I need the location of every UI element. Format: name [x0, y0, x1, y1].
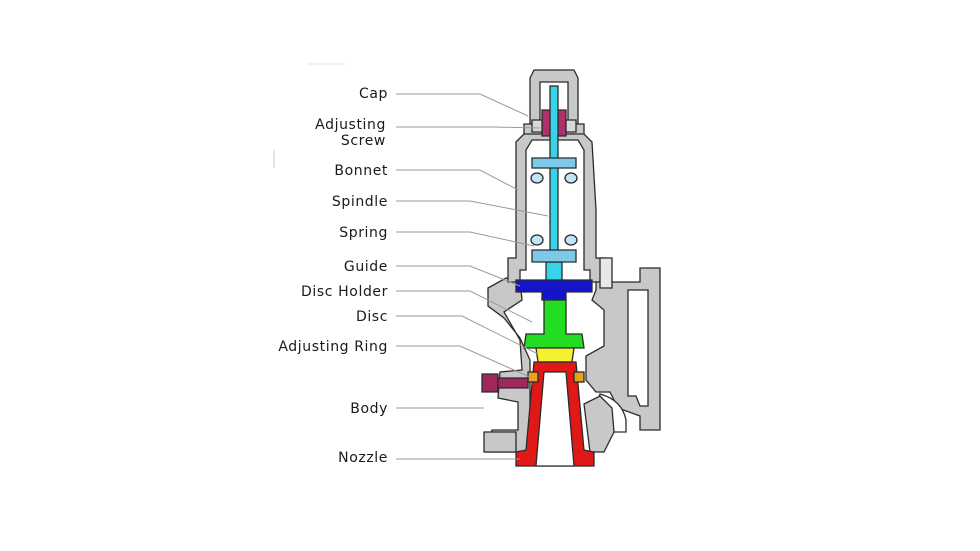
spring-upper-washer	[531, 157, 577, 169]
leader-disc	[396, 315, 539, 355]
spring-coil	[564, 234, 578, 246]
guide-plate	[515, 279, 593, 301]
spring	[530, 157, 578, 263]
nozzle	[515, 361, 595, 467]
leader-adjusting-ring	[396, 345, 533, 379]
label-bonnet: Bonnet	[334, 163, 388, 179]
adjusting-ring-pin	[497, 377, 529, 389]
label-guide: Guide	[344, 259, 388, 275]
label-disc: Disc	[356, 309, 388, 325]
body-right-flange-bore	[627, 289, 649, 407]
spring-coil	[564, 172, 578, 184]
adjusting-ring-collar	[573, 371, 585, 383]
disc-face	[535, 347, 575, 363]
leader-lines	[396, 93, 549, 460]
disc-holder	[523, 299, 585, 349]
leader-cap	[396, 93, 529, 117]
spring-lower-washer	[531, 249, 577, 263]
label-adjusting-screw-line2: Screw	[341, 133, 386, 149]
label-adjusting-ring: Adjusting Ring	[278, 339, 388, 355]
adjusting-ring-collar	[527, 371, 539, 383]
leader-guide	[396, 265, 521, 287]
label-nozzle: Nozzle	[338, 450, 388, 466]
spring-coil	[530, 234, 544, 246]
adjusting-ring	[481, 371, 585, 393]
body-left-casting	[485, 277, 531, 453]
flange-bolt	[599, 257, 613, 289]
label-disc-holder: Disc Holder	[301, 284, 388, 300]
body-lower-left-flange	[483, 431, 517, 453]
cap-housing	[529, 69, 579, 125]
label-body: Body	[350, 401, 388, 417]
leader-spring	[396, 231, 535, 247]
nozzle-bore	[535, 371, 575, 467]
part-labels: Cap Adjusting Screw Bonnet Spindle Sprin…	[278, 86, 388, 466]
guide	[515, 279, 593, 301]
label-adjusting-screw-line1: Adjusting	[315, 117, 386, 133]
adjusting-ring-pin-head	[481, 373, 499, 393]
leader-adjusting-screw	[396, 126, 541, 129]
leader-disc-holder	[396, 290, 533, 323]
spring-coil	[530, 172, 544, 184]
disc	[535, 347, 575, 363]
spindle-collar	[545, 261, 563, 283]
leader-spindle	[396, 200, 549, 217]
label-spindle: Spindle	[332, 194, 388, 210]
label-cap: Cap	[359, 86, 388, 102]
bonnet-housing	[507, 127, 607, 283]
leader-bonnet	[396, 169, 519, 191]
disc-holder-body	[523, 299, 585, 349]
label-spring: Spring	[339, 225, 388, 241]
